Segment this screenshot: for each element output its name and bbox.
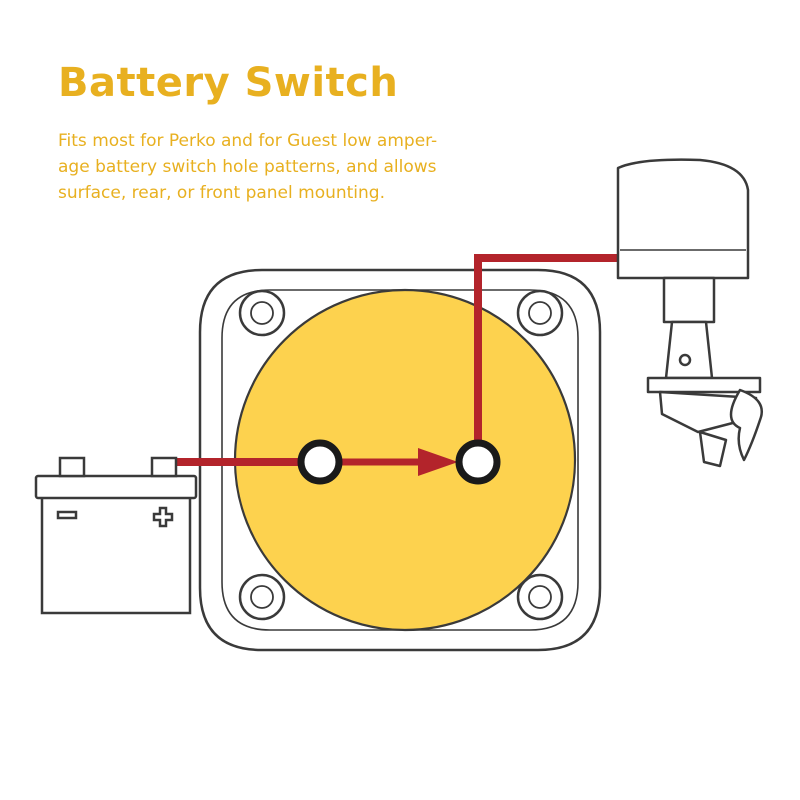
arrow-head <box>418 448 458 476</box>
battery-icon <box>34 456 198 615</box>
page-title: Battery Switch <box>58 60 399 106</box>
switch-terminal <box>297 439 343 485</box>
mounting-hole <box>238 289 286 337</box>
mounting-hole <box>238 573 286 621</box>
switch-terminal <box>455 439 501 485</box>
description-line: Fits most for Perko and for Guest low am… <box>58 131 438 151</box>
description-line: surface, rear, or front panel mounting. <box>58 183 386 203</box>
mounting-hole <box>516 573 564 621</box>
outboard-motor-icon <box>616 158 763 468</box>
description: Fits most for Perko and for Guest low am… <box>58 128 498 206</box>
mounting-hole <box>516 289 564 337</box>
description-line: age battery switch hole patterns, and al… <box>58 157 437 177</box>
